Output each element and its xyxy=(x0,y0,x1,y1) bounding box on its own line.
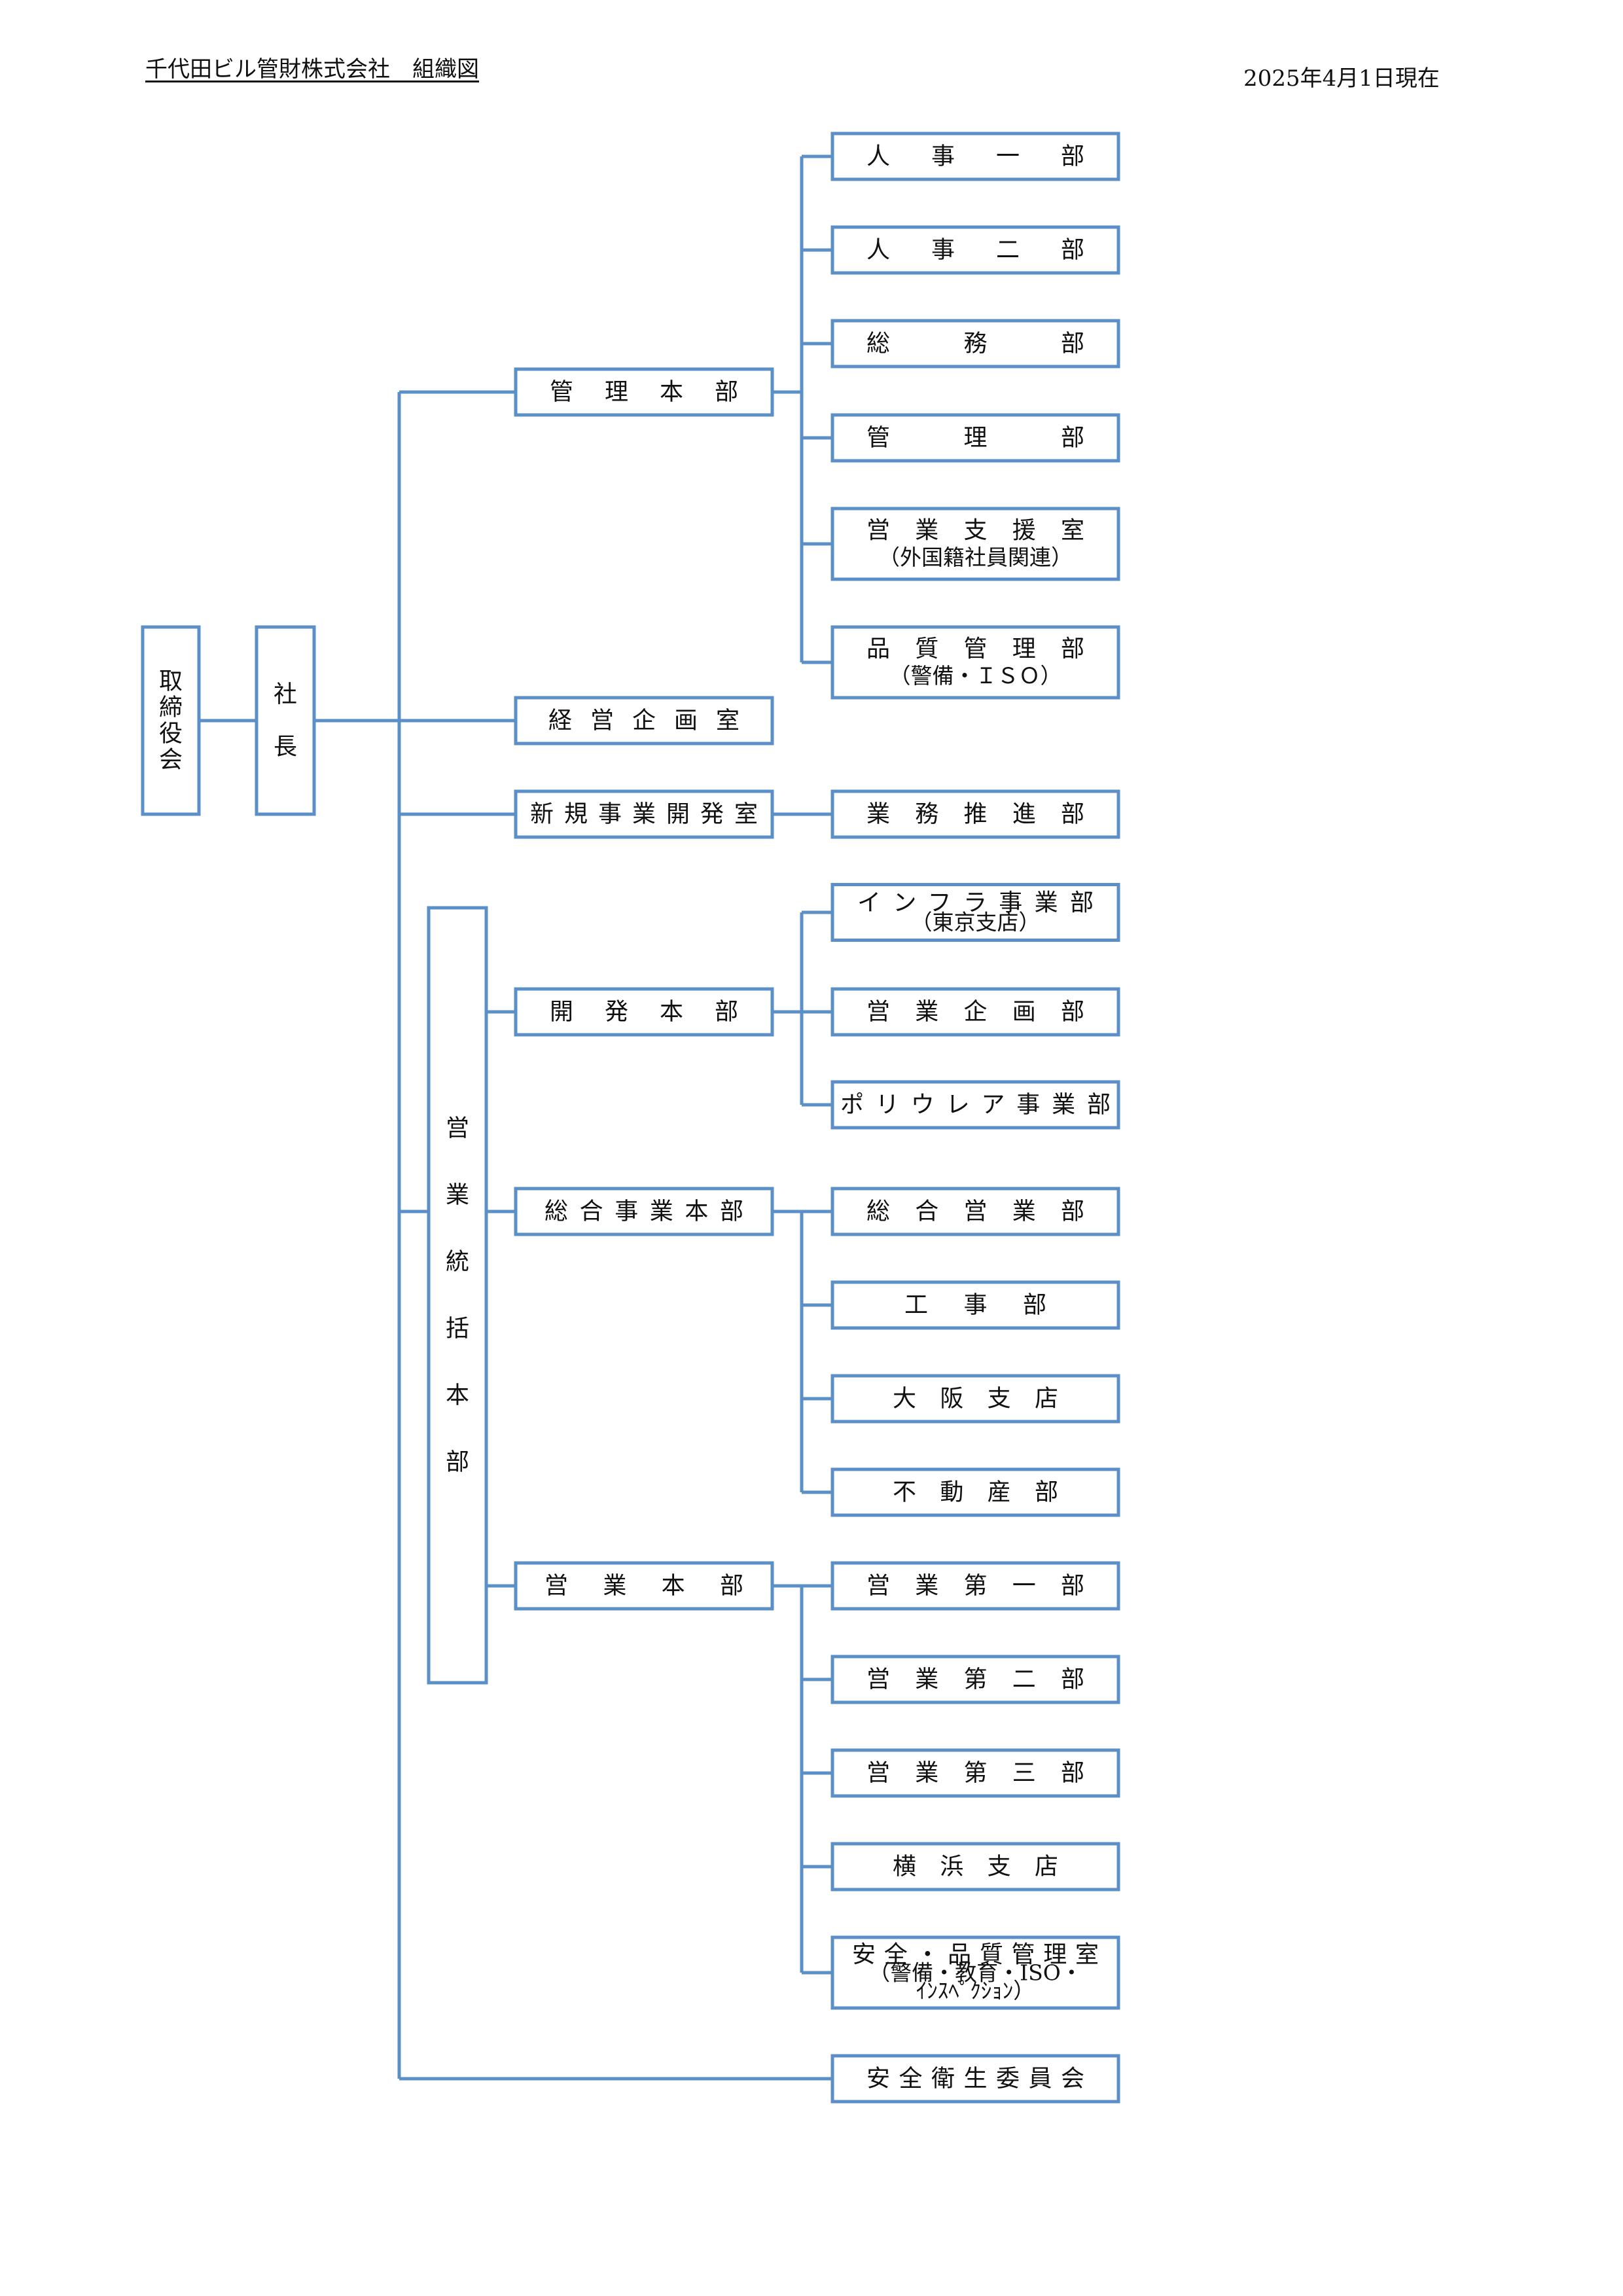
general-hq-box: 総合事業本部 xyxy=(514,1187,774,1236)
planning-office-box: 経営企画室 xyxy=(514,696,774,745)
mgmt-hq-box: 管理本部 xyxy=(514,367,774,417)
sales-div-hq-dept-box: 横浜支店 xyxy=(830,1842,1120,1892)
new-biz-dept-box: 業務推進部 xyxy=(830,789,1120,839)
mgmt-dept-box-frame xyxy=(830,625,1120,700)
president-box-char: 長 xyxy=(274,734,297,761)
board-box-char: 役 xyxy=(159,721,183,747)
sales-div-hq-dept-box-frame xyxy=(830,1935,1120,2010)
mgmt-dept-box-label: （警備・ＩＳＯ） xyxy=(889,663,1062,689)
sales-hq-box-char: 本 xyxy=(446,1382,469,1409)
sales-div-hq-dept-box-frame xyxy=(830,1655,1120,1704)
general-hq-dept-box: 工事部 xyxy=(830,1280,1120,1330)
general-hq-dept-box-frame xyxy=(830,1467,1120,1517)
as-of-date: 2025年4月1日現在 xyxy=(1243,65,1440,92)
sales-hq-box-frame xyxy=(427,906,488,1685)
sales-hq-box-char: 括 xyxy=(446,1316,469,1342)
new-biz-dept-box-frame xyxy=(830,789,1120,839)
sales-div-hq-dept-box-label: ｲﾝｽﾍﾟｸｼｮﾝ） xyxy=(916,1978,1035,2003)
mgmt-dept-box-frame xyxy=(830,413,1120,463)
mgmt-dept-box: 営業支援室（外国籍社員関連） xyxy=(830,507,1120,581)
mgmt-dept-box: 管理部 xyxy=(830,413,1120,463)
planning-office-box-frame xyxy=(514,696,774,745)
dev-hq-dept-box-label: （東京支店） xyxy=(911,909,1041,935)
president-box: 社長 xyxy=(255,625,316,816)
org-boxes: 取締役会社長管理本部人事一部人事二部総務部管理部営業支援室（外国籍社員関連）品質… xyxy=(141,132,1120,2104)
mgmt-dept-box-frame xyxy=(830,132,1120,181)
dev-hq-dept-box: インフラ事業部（東京支店） xyxy=(830,883,1120,942)
dev-hq-dept-box-frame xyxy=(830,883,1120,942)
board-box-char: 取 xyxy=(159,668,183,695)
sales-div-hq-dept-box-frame xyxy=(830,1561,1120,1611)
general-hq-dept-box-frame xyxy=(830,1187,1120,1236)
mgmt-dept-box-frame xyxy=(830,319,1120,368)
sales-div-hq-dept-box-label: （警備・教育・ISO・ xyxy=(868,1960,1082,1986)
page-title: 千代田ビル管財株式会社 組織図 xyxy=(145,56,479,82)
general-hq-dept-box: 不動産部 xyxy=(830,1467,1120,1517)
board-box-char: 締 xyxy=(159,694,183,721)
dev-hq-dept-box-label: インフラ事業部 xyxy=(857,889,1094,916)
president-box-frame xyxy=(255,625,316,816)
safety-committee-box-frame xyxy=(830,2054,1120,2104)
sales-div-hq-dept-box: 営業第三部 xyxy=(830,1748,1120,1798)
sales-hq-box-char: 統 xyxy=(446,1249,469,1276)
new-biz-office-box-frame xyxy=(514,789,774,839)
mgmt-dept-box-frame xyxy=(830,225,1120,275)
general-hq-dept-box-frame xyxy=(830,1280,1120,1330)
safety-committee-box: 安全衛生委員会 xyxy=(830,2054,1120,2104)
board-box-char: 会 xyxy=(159,747,183,774)
sales-hq-box-char: 営 xyxy=(446,1115,469,1142)
general-hq-box-frame xyxy=(514,1187,774,1236)
dev-hq-dept-box-frame xyxy=(830,987,1120,1037)
board-box-frame xyxy=(141,625,201,816)
new-biz-office-box: 新規事業開発室 xyxy=(514,789,774,839)
sales-div-hq-dept-box: 営業第二部 xyxy=(830,1655,1120,1704)
dev-hq-dept-box: 営業企画部 xyxy=(830,987,1120,1037)
mgmt-dept-box: 品質管理部（警備・ＩＳＯ） xyxy=(830,625,1120,700)
mgmt-hq-box-frame xyxy=(514,367,774,417)
sales-div-hq-box-frame xyxy=(514,1561,774,1611)
general-hq-dept-box: 大阪支店 xyxy=(830,1374,1120,1424)
general-hq-dept-box-frame xyxy=(830,1374,1120,1424)
sales-div-hq-dept-box: 安全・品質管理室（警備・教育・ISO・ｲﾝｽﾍﾟｸｼｮﾝ） xyxy=(830,1935,1120,2010)
president-box-char: 社 xyxy=(274,681,297,708)
dev-hq-box: 開発本部 xyxy=(514,987,774,1037)
dev-hq-dept-box-frame xyxy=(830,1080,1120,1130)
sales-hq-box-char: 部 xyxy=(446,1449,469,1476)
sales-div-hq-dept-box-frame xyxy=(830,1748,1120,1798)
safety-committee-box-label: 安全衛生委員会 xyxy=(866,2066,1084,2092)
general-hq-dept-box-label: 工事部 xyxy=(904,1292,1046,1319)
mgmt-dept-box-label: （外国籍社員関連） xyxy=(878,545,1073,570)
general-hq-dept-box: 総合営業部 xyxy=(830,1187,1120,1236)
sales-div-hq-box: 営業本部 xyxy=(514,1561,774,1611)
sales-hq-box-char: 業 xyxy=(446,1182,469,1209)
sales-div-hq-dept-box: 営業第一部 xyxy=(830,1561,1120,1611)
sales-div-hq-dept-box-frame xyxy=(830,1842,1120,1892)
dev-hq-dept-box: ポリウレア事業部 xyxy=(830,1080,1120,1130)
mgmt-dept-box: 総務部 xyxy=(830,319,1120,368)
connector-lines xyxy=(199,154,832,2081)
mgmt-dept-box: 人事二部 xyxy=(830,225,1120,275)
mgmt-dept-box: 人事一部 xyxy=(830,132,1120,181)
dev-hq-box-frame xyxy=(514,987,774,1037)
mgmt-dept-box-frame xyxy=(830,507,1120,581)
new-biz-office-box-label: 新規事業開発室 xyxy=(530,801,758,828)
